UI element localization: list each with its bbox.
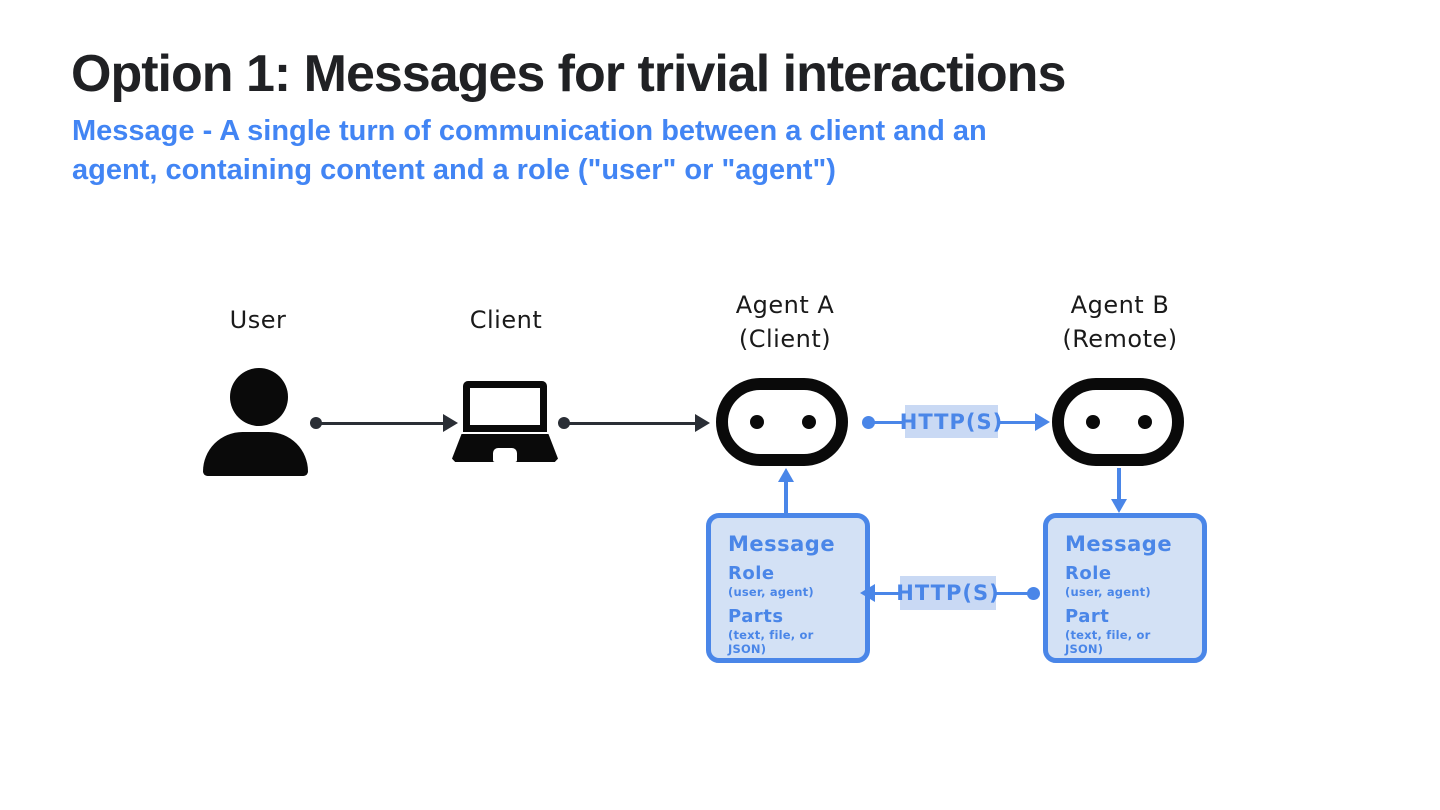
http-label-bottom: HTTP(S) [896,576,999,610]
laptop-notch [493,448,517,462]
role-field-label: Role [728,563,775,584]
parts-field-label: Parts [728,606,784,627]
agent-b-name: Agent B [1070,291,1170,319]
client-label: Client [469,306,543,334]
slide-title: Option 1: Messages for trivial interacti… [71,45,1066,103]
message-box-title: Message [1065,532,1173,556]
robot-eye-icon [1138,415,1152,429]
robot-eye-icon [1086,415,1100,429]
http-label-top: HTTP(S) [900,405,1002,438]
robot-eye-icon [750,415,764,429]
part-field-label: Part [1065,606,1110,627]
agent-b-to-message-b-arrow [1111,468,1127,513]
message-a-to-agent-a-arrow [778,468,794,514]
part-field-values: (text, file, or JSON) [1065,628,1151,656]
role-field-values: (user, agent) [1065,585,1151,599]
agent-a-robot-icon [716,378,848,466]
arrow-head-icon [860,584,875,602]
message-box-agent-a: Message Role (user, agent) Parts (text, … [706,513,870,663]
agent-b-sublabel: (Remote) [1062,325,1178,353]
user-to-client-arrow [310,412,458,434]
message-box-agent-b: Message Role (user, agent) Part (text, f… [1043,513,1207,663]
role-field-values: (user, agent) [728,585,814,599]
arrow-head-icon [1035,413,1050,431]
arrow-line [316,421,449,425]
arrow-line [1117,468,1121,504]
person-torso [203,432,308,476]
agent-b-label: Agent B (Remote) [1030,288,1210,356]
user-person-icon [203,368,313,478]
arrow-head-icon [443,414,458,432]
laptop-base [452,434,558,462]
slide-subtitle-line-2: agent, containing content and a role ("u… [72,154,836,186]
arrow-head-icon [778,468,794,482]
agent-b-robot-icon [1052,378,1184,466]
arrow-head-icon [1111,499,1127,513]
slide-subtitle-line-1: Message - A single turn of communication… [72,115,987,147]
person-head [230,368,288,426]
message-box-title: Message [728,532,836,556]
arrow-head-icon [695,414,710,432]
arrow-line [564,421,701,425]
client-laptop-icon [452,381,558,463]
laptop-screen [463,381,547,432]
client-to-agent-a-arrow [558,412,710,434]
agent-a-sublabel: (Client) [738,325,832,353]
user-label: User [229,306,287,334]
robot-eye-icon [802,415,816,429]
arrow-line [784,477,788,514]
parts-field-values: (text, file, or JSON) [728,628,814,656]
agent-a-label: Agent A (Client) [695,288,875,356]
role-field-label: Role [1065,563,1112,584]
agent-a-name: Agent A [735,291,835,319]
